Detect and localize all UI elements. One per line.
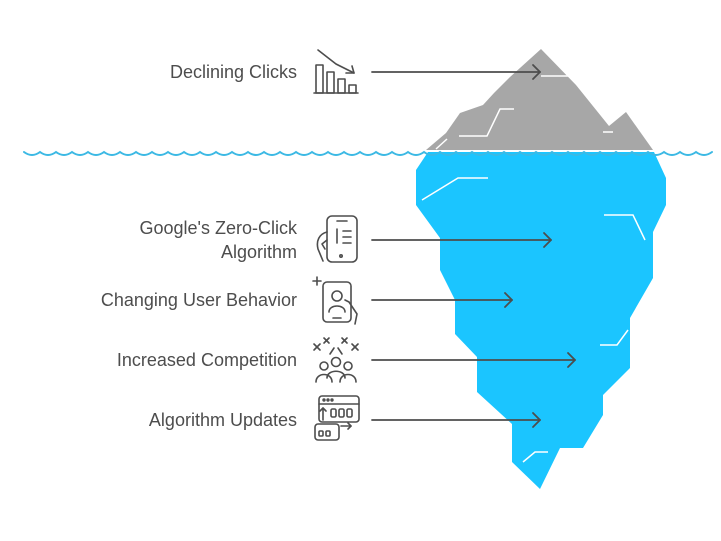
label-zero-click-line1: Google's Zero-Click [139, 218, 297, 238]
label-zero-click-line2: Algorithm [220, 242, 297, 262]
arrow-zero-click [371, 232, 552, 248]
arrow-declining-clicks [371, 64, 541, 80]
label-increased-competition: Increased Competition [116, 350, 297, 370]
phone-hand-icon [316, 215, 358, 263]
arrow-increased-competition [371, 352, 576, 368]
mobile-user-touch-icon [312, 276, 358, 325]
iceberg-underwater [416, 152, 666, 489]
algorithm-window-icon [314, 395, 360, 441]
label-declining-clicks: Declining Clicks [169, 62, 297, 82]
declining-bar-chart-icon [313, 49, 359, 94]
arrow-changing-user-behavior [371, 292, 513, 308]
label-algorithm-updates: Algorithm Updates [148, 410, 297, 430]
label-changing-user-behavior: Changing User Behavior [100, 290, 297, 310]
competing-people-icon [313, 337, 359, 383]
arrow-algorithm-updates [371, 412, 541, 428]
iceberg-underwater-highlights [421, 177, 646, 463]
iceberg-tip [426, 49, 653, 150]
waterline-wave [23, 150, 713, 156]
iceberg-tip-highlights [435, 75, 613, 150]
